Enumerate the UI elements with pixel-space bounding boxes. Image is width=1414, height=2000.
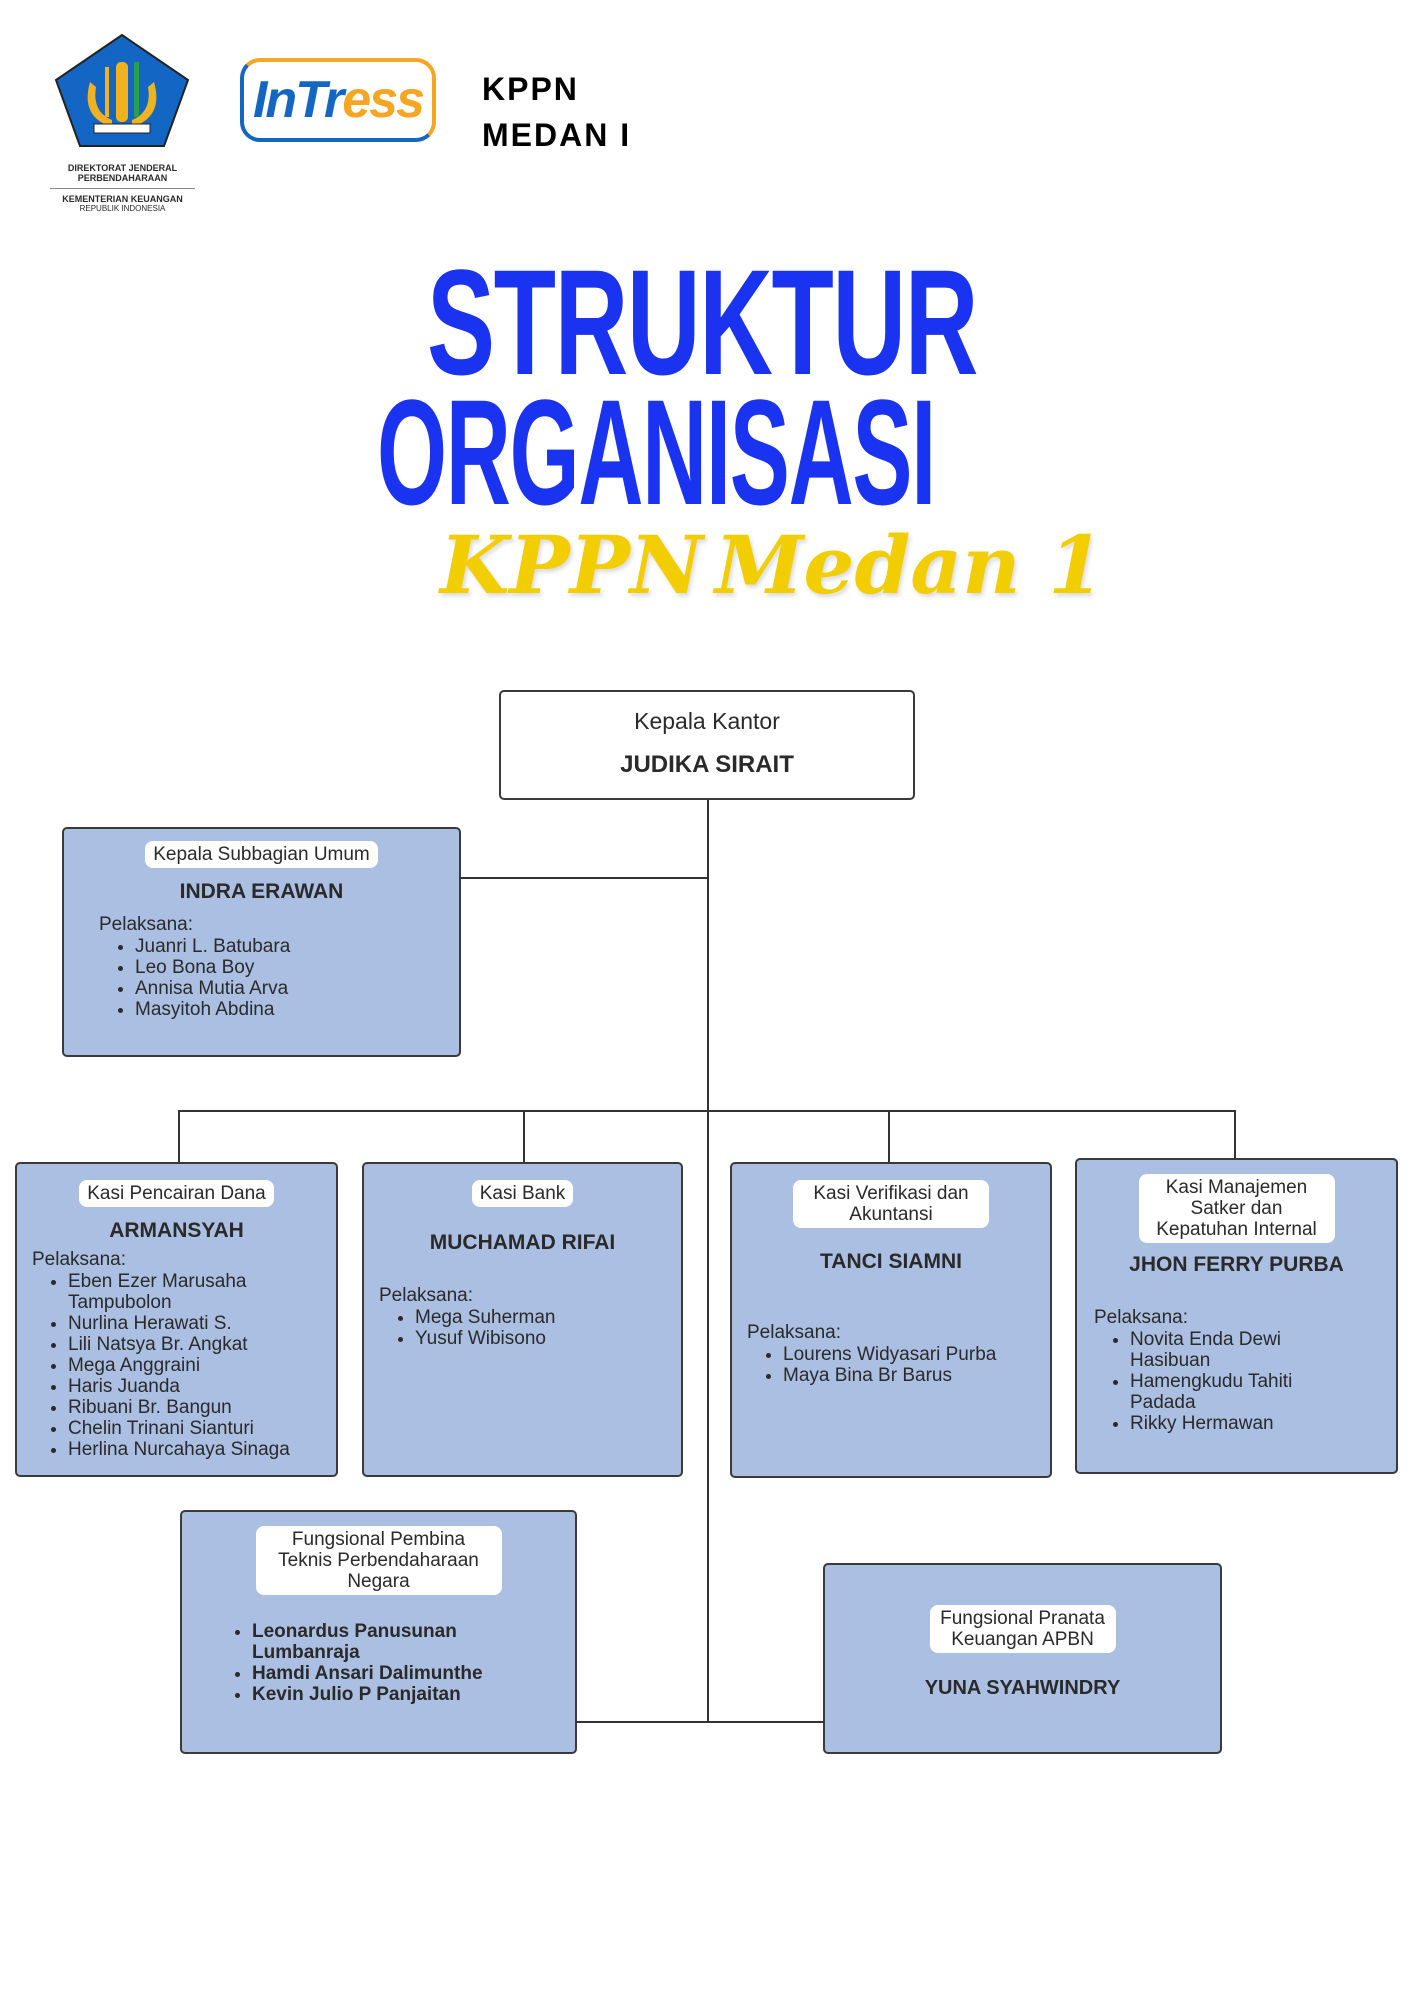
section-box-pencairan-dana: Kasi Pencairan Dana ARMANSYAH Pelaksana:… <box>15 1162 338 1477</box>
djpb-text-3: KEMENTERIAN KEUANGAN <box>62 194 183 204</box>
staff-item: Mega Suherman <box>415 1307 681 1328</box>
staff-item: Novita Enda Dewi Hasibuan <box>1130 1329 1320 1371</box>
section-role: Kasi Verifikasi dan Akuntansi <box>793 1180 989 1228</box>
staff-item: Hamdi Ansari Dalimunthe <box>252 1663 502 1684</box>
staff-item: Chelin Trinani Sianturi <box>68 1418 326 1439</box>
title-line-2: ORGANISASI <box>377 368 936 536</box>
staff-item: Mega Anggraini <box>68 1355 326 1376</box>
title-script-2: Medan 1 <box>715 518 1104 612</box>
head-role: Kepala Kantor <box>634 708 780 734</box>
staff-item: Ribuani Br. Bangun <box>68 1397 326 1418</box>
intress-text-blue: InTr <box>252 71 344 129</box>
djpb-emblem-icon <box>54 33 190 147</box>
staff-item: Juanri L. Batubara <box>135 936 459 957</box>
staff-list: Lourens Widyasari Purba Maya Bina Br Bar… <box>747 1344 1050 1386</box>
section-role: Kasi Manajemen Satker dan Kepatuhan Inte… <box>1138 1174 1335 1243</box>
section-name: MUCHAMAD RIFAI <box>429 1231 616 1254</box>
office-line-2: MEDAN I <box>482 117 632 153</box>
staff-label: Pelaksana: <box>99 914 194 935</box>
section-box-verifikasi-akuntansi: Kasi Verifikasi dan Akuntansi TANCI SIAM… <box>730 1162 1052 1478</box>
section-box-manajemen-satker: Kasi Manajemen Satker dan Kepatuhan Inte… <box>1075 1158 1398 1474</box>
section-role: Kasi Pencairan Dana <box>79 1180 274 1207</box>
staff-item: Hamengkudu Tahiti Padada <box>1130 1371 1320 1413</box>
staff-list: Juanri L. Batubara Leo Bona Boy Annisa M… <box>99 936 459 1020</box>
section-name: JHON FERRY PURBA <box>1129 1253 1344 1276</box>
staff-item: Kevin Julio P Panjaitan <box>252 1684 502 1705</box>
staff-label: Pelaksana: <box>1094 1307 1189 1328</box>
djpb-text-1: DIREKTORAT JENDERAL <box>67 163 178 173</box>
staff-item: Masyitoh Abdina <box>135 999 459 1020</box>
connector-section-4 <box>1234 1110 1236 1158</box>
title-script-1: KPPN <box>440 518 703 612</box>
section-name: ARMANSYAH <box>109 1219 244 1242</box>
staff-item: Yusuf Wibisono <box>415 1328 681 1349</box>
staff-list: Mega Suherman Yusuf Wibisono <box>379 1307 681 1349</box>
divider <box>50 188 195 189</box>
connector-section-3 <box>888 1110 890 1162</box>
staff-item: Eben Ezer Marusaha Tampubolon <box>68 1271 326 1313</box>
djpb-logo: DIREKTORAT JENDERAL PERBENDAHARAAN KEMEN… <box>50 32 195 213</box>
connector-subbag <box>461 877 708 879</box>
djpb-text-4: REPUBLIK INDONESIA <box>79 204 166 213</box>
staff-label: Pelaksana: <box>379 1285 474 1306</box>
connector-section-1 <box>178 1110 180 1162</box>
staff-item: Haris Juanda <box>68 1376 326 1397</box>
functional-role: Fungsional Pembina Teknis Perbendaharaan… <box>255 1526 502 1595</box>
staff-item: Lourens Widyasari Purba <box>783 1344 1050 1365</box>
functional-apbn-box: Fungsional Pranata Keuangan APBN YUNA SY… <box>823 1563 1222 1754</box>
staff-item: Herlina Nurcahaya Sinaga <box>68 1439 326 1460</box>
staff-label: Pelaksana: <box>32 1249 127 1270</box>
head-name: JUDIKA SIRAIT <box>620 751 794 778</box>
subbag-name: INDRA ERAWAN <box>179 880 344 903</box>
staff-item: Leo Bona Boy <box>135 957 459 978</box>
head-box: Kepala Kantor JUDIKA SIRAIT <box>499 690 915 800</box>
staff-list: Novita Enda Dewi Hasibuan Hamengkudu Tah… <box>1094 1329 1320 1434</box>
connector-section-2 <box>523 1110 525 1162</box>
functional-role: Fungsional Pranata Keuangan APBN <box>929 1605 1116 1653</box>
subbag-box: Kepala Subbagian Umum INDRA ERAWAN Pelak… <box>62 827 461 1057</box>
section-role: Kasi Bank <box>471 1180 574 1207</box>
staff-item: Rikky Hermawan <box>1130 1413 1320 1434</box>
staff-list: Eben Ezer Marusaha Tampubolon Nurlina He… <box>32 1271 336 1460</box>
functional-treasury-box: Fungsional Pembina Teknis Perbendaharaan… <box>180 1510 577 1754</box>
office-name: KPPN MEDAN I <box>482 66 631 158</box>
title-line-1: STRUKTUR <box>427 238 978 406</box>
connector-functional <box>577 1721 823 1723</box>
staff-item: Maya Bina Br Barus <box>783 1365 1050 1386</box>
connector-sections-horizontal <box>178 1110 1236 1112</box>
intress-text-orange: ess <box>342 71 425 129</box>
djpb-text-2: PERBENDAHARAAN <box>77 173 168 183</box>
staff-item: Nurlina Herawati S. <box>68 1313 326 1334</box>
functional-name: YUNA SYAHWINDRY <box>924 1677 1121 1699</box>
section-name: TANCI SIAMNI <box>820 1250 962 1273</box>
section-box-bank: Kasi Bank MUCHAMAD RIFAI Pelaksana: Mega… <box>362 1162 683 1477</box>
staff-item: Lili Natsya Br. Angkat <box>68 1334 326 1355</box>
subbag-role: Kepala Subbagian Umum <box>145 841 378 868</box>
staff-item: Leonardus Panusunan Lumbanraja <box>252 1621 502 1663</box>
staff-list: Leonardus Panusunan Lumbanraja Hamdi Ans… <box>182 1621 502 1705</box>
office-line-1: KPPN <box>482 71 579 107</box>
connector-main-vertical <box>707 800 709 1723</box>
staff-item: Annisa Mutia Arva <box>135 978 459 999</box>
staff-label: Pelaksana: <box>747 1322 842 1343</box>
